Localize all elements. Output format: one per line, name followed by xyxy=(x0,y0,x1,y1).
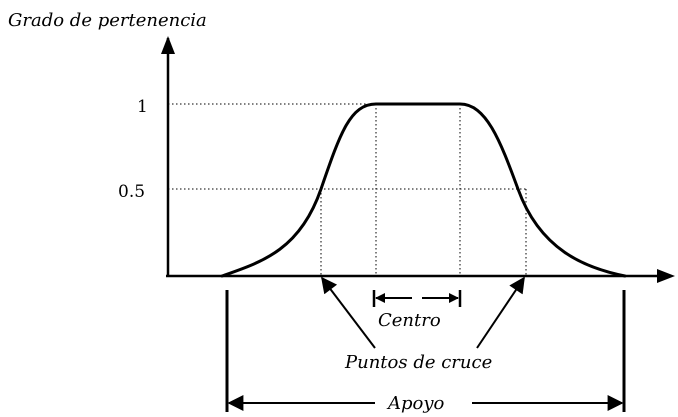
y-tick-label-1: 1 xyxy=(137,97,148,117)
membership-curve xyxy=(220,102,627,278)
support-interval xyxy=(225,290,626,412)
center-label: Centro xyxy=(378,310,441,331)
y-axis-title: Grado de pertenencia xyxy=(8,10,207,31)
crossover-label: Puntos de cruce xyxy=(344,352,492,373)
x-axis-arrowhead xyxy=(657,269,675,283)
y-axis-arrowhead xyxy=(161,36,175,54)
support-label: Apoyo xyxy=(386,393,445,414)
crossover-arrow-left xyxy=(321,276,376,349)
crossover-arrow-right xyxy=(476,276,525,349)
reference-grid xyxy=(168,103,527,276)
y-tick-label-half: 0.5 xyxy=(118,182,145,202)
center-interval xyxy=(372,290,462,307)
